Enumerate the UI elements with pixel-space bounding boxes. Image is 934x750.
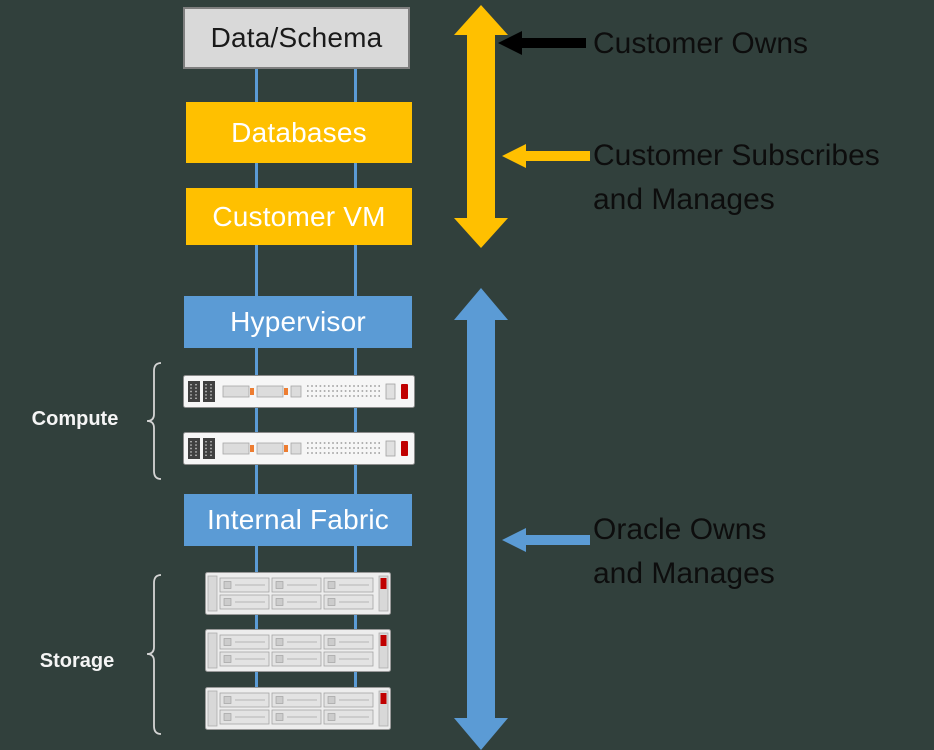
box-data-schema: Data/Schema (183, 7, 410, 69)
box-customer-vm-label: Customer VM (212, 200, 386, 232)
box-hypervisor-label: Hypervisor (230, 306, 366, 337)
storage-server-icon (205, 572, 391, 615)
customer-subscribes-line2: and Manages (593, 183, 775, 216)
box-internal-fabric-label: Internal Fabric (207, 504, 389, 535)
storage-bracket-icon (146, 574, 162, 735)
oracle-owns-line1: Oracle Owns (593, 513, 767, 546)
box-internal-fabric: Internal Fabric (184, 494, 412, 546)
compute-server-icon (183, 432, 415, 465)
customer-subscribes-line1: Customer Subscribes (593, 139, 880, 172)
customer-subscribes-arrow-icon (502, 144, 590, 168)
storage-server-icon (205, 629, 391, 672)
box-customer-vm: Customer VM (186, 188, 412, 245)
compute-bracket-icon (146, 362, 162, 480)
storage-server-icon (205, 687, 391, 730)
storage-group-label: Storage (39, 650, 115, 672)
oracle-owns-line2: and Manages (593, 557, 775, 590)
customer-span-arrow-icon (454, 5, 508, 248)
compute-server-icon (183, 375, 415, 408)
customer-owns-arrow-icon (498, 31, 586, 55)
oracle-owns-arrow-icon (502, 528, 590, 552)
compute-group-label: Compute (31, 408, 119, 430)
customer-subscribes-label: Customer Subscribes and Manages (593, 134, 880, 222)
oracle-span-arrow-icon (454, 288, 508, 750)
box-databases: Databases (186, 102, 412, 163)
box-hypervisor: Hypervisor (184, 296, 412, 348)
customer-owns-label: Customer Owns (593, 27, 809, 60)
box-data-schema-label: Data/Schema (210, 22, 383, 53)
box-databases-label: Databases (231, 116, 367, 148)
oracle-owns-label: Oracle Owns and Manages (593, 508, 775, 596)
